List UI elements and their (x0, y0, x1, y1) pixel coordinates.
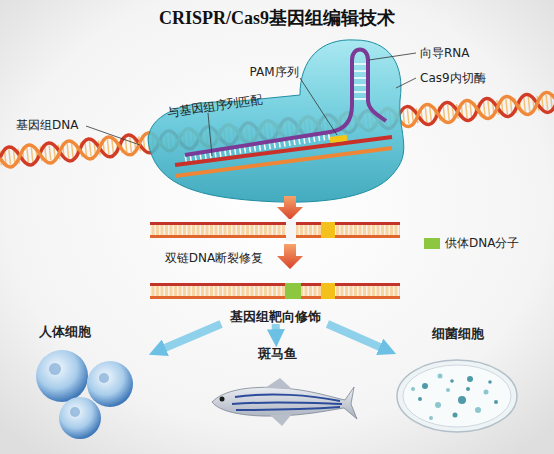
organism-panel: 人体细胞 (25, 322, 150, 440)
colony (475, 407, 481, 413)
dna-strand (150, 296, 400, 299)
leader-line (369, 53, 416, 60)
colony (484, 390, 489, 395)
flow-arrow (327, 324, 385, 350)
callout-label: 双链DNA断裂修复 (165, 251, 263, 265)
colony (435, 402, 441, 408)
dna-band (150, 222, 400, 238)
modified-dna-band: 基因组靶向修饰 (150, 278, 400, 324)
diagram-title: CRISPR/Cas9基因组编辑技术 (0, 6, 554, 30)
leader-line (396, 78, 416, 88)
dish-rim (397, 360, 517, 432)
nucleus (99, 373, 109, 383)
cell (87, 361, 133, 407)
callout-label: 向导RNA (420, 46, 470, 60)
colony (467, 376, 473, 382)
hairpin-pairs (354, 64, 366, 99)
node-text: 人体细胞 (39, 324, 91, 339)
donor-segment (285, 283, 301, 299)
fish-eye (220, 397, 225, 402)
colony (466, 387, 470, 391)
colony (450, 379, 454, 383)
dna-strand (150, 235, 400, 238)
flow-arrow (159, 324, 221, 350)
organism-panel: 斑马鱼 (200, 346, 355, 428)
step-arrow (277, 196, 303, 220)
node-text: 细菌细胞 (432, 326, 484, 341)
human-cells (36, 350, 133, 439)
step-arrow (277, 244, 303, 269)
cas9-protein (148, 40, 403, 202)
cell (59, 397, 101, 439)
callout-label: PAM序列 (249, 65, 298, 79)
legend-swatch (424, 238, 440, 249)
colony (438, 374, 443, 379)
base-pair (354, 63, 366, 65)
base-pairs (150, 285, 400, 297)
base-pair (354, 77, 366, 79)
base-pairs (150, 224, 400, 236)
petri-dish (397, 360, 517, 432)
pam-segment (321, 283, 335, 299)
fish-stripe (232, 402, 342, 404)
colony (418, 397, 422, 401)
colony (446, 388, 450, 392)
leader-line (208, 113, 212, 156)
leader-line (300, 78, 337, 135)
cell (36, 350, 88, 402)
dna-band (150, 283, 400, 299)
base-pair (354, 84, 366, 86)
colony (429, 416, 433, 420)
leader-line (86, 126, 140, 145)
node-text: 斑马鱼 (258, 346, 297, 361)
cut-dna (150, 219, 400, 241)
fish-body (212, 387, 357, 419)
flow-arrow (272, 324, 280, 336)
colony (453, 413, 458, 418)
colony (458, 396, 466, 404)
repaired-dna (150, 283, 400, 299)
callout-label: 基因组DNA (16, 118, 78, 132)
colony (411, 387, 415, 391)
organism-panel: 细菌细胞 (395, 322, 520, 440)
nucleus (49, 363, 61, 375)
base-pair (354, 98, 366, 100)
fish-fin (270, 414, 292, 426)
callout-label: Cas9内切酶 (420, 71, 486, 85)
node-text: 基因组靶向修饰 (230, 309, 321, 324)
base-pair (354, 70, 366, 72)
pam-segment (330, 138, 347, 140)
base-pair (354, 91, 366, 93)
dna-break (286, 219, 296, 241)
legend-label: 供体DNA分子 (445, 236, 519, 250)
fish-fin (265, 378, 292, 389)
leader-lines (86, 53, 416, 156)
pam-segment (321, 222, 335, 238)
colony (494, 400, 498, 404)
fish-stripe (235, 394, 340, 401)
nucleus (70, 407, 80, 417)
fish-stripe (236, 407, 340, 410)
zebrafish (212, 378, 357, 426)
dna-strand (150, 283, 400, 286)
dna-strand (150, 222, 400, 225)
colony (422, 383, 428, 389)
colony (488, 380, 492, 384)
dish-agar (403, 365, 511, 427)
